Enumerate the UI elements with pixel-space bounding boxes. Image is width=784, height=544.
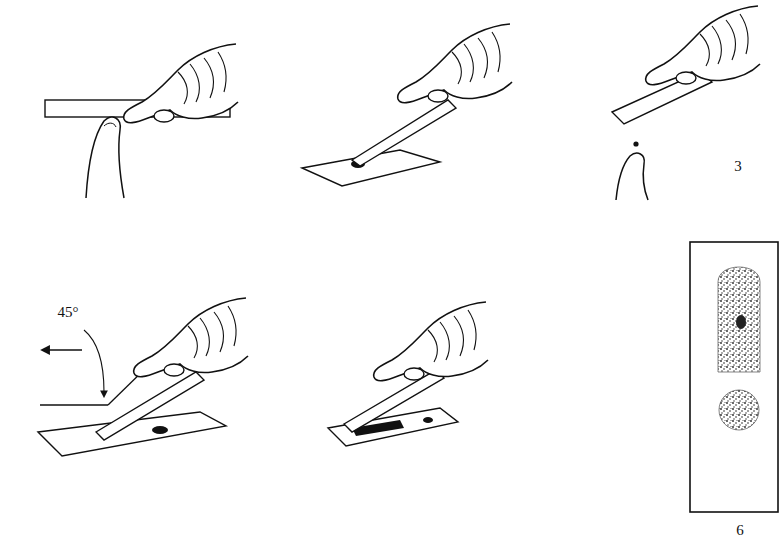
callout-number: 3 bbox=[734, 159, 742, 174]
step-five bbox=[328, 302, 488, 446]
step-three bbox=[612, 6, 760, 200]
step-one bbox=[45, 44, 238, 198]
finished-smear bbox=[690, 242, 778, 512]
step-four bbox=[38, 298, 248, 456]
step-two bbox=[302, 24, 512, 186]
callout-number: 6 bbox=[736, 523, 744, 538]
angle-label: 45° bbox=[58, 305, 79, 320]
